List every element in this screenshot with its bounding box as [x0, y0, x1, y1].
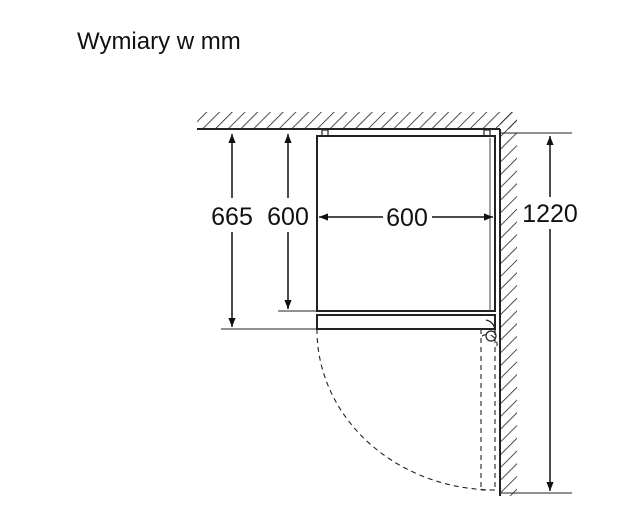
page-title: Wymiary w mm — [77, 28, 241, 55]
dimension-600-depth: 600 — [267, 134, 309, 309]
ceiling-wall-hatch — [197, 112, 517, 129]
side-wall-hatch — [500, 112, 517, 496]
dimension-600-width: 600 — [319, 204, 493, 232]
door-hinge-arc — [481, 334, 498, 347]
appliance-door — [316, 314, 496, 330]
appliance — [316, 129, 497, 342]
dimension-665: 665 — [211, 134, 253, 327]
extension-lines — [221, 128, 572, 494]
door-swing-arc — [316, 328, 496, 491]
dimension-600-width-label: 600 — [386, 204, 428, 232]
dimension-1220: 1220 — [522, 136, 578, 491]
dimension-600-depth-label: 600 — [267, 203, 309, 231]
dimension-1220-label: 1220 — [522, 200, 578, 228]
door-swing — [316, 328, 498, 491]
appliance-body — [316, 135, 496, 312]
dimension-665-label: 665 — [211, 203, 253, 231]
wall — [197, 112, 517, 496]
spacer-left — [321, 129, 329, 137]
hinge-pivot — [485, 330, 497, 342]
spacer-right — [483, 129, 491, 137]
